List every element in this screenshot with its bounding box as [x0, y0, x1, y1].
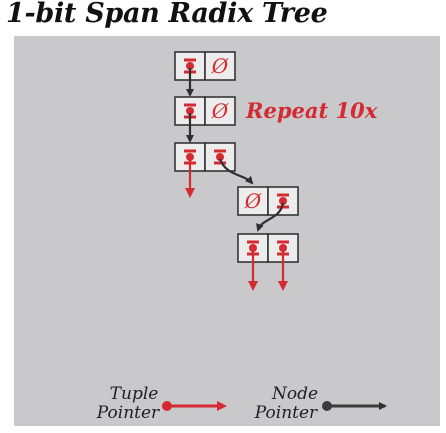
node-1-right-cell [204, 51, 236, 81]
dark-dot-arrow-icon [322, 401, 387, 411]
legend-node-line2: Pointer [254, 403, 318, 423]
tree-node-1: Ø [174, 51, 236, 81]
legend-tuple-line2: Pointer [96, 403, 160, 423]
tree-node-2: Ø [174, 96, 236, 126]
diagram-title: 1-bit Span Radix Tree [6, 0, 328, 29]
tree-node-5 [237, 233, 299, 263]
null-symbol: Ø [211, 99, 229, 123]
legend: Tuple Pointer Node Pointer [96, 384, 387, 423]
node-2-right-cell [204, 96, 236, 126]
node-4-left-cell [237, 186, 269, 216]
tree-node-4: Ø [237, 186, 299, 216]
node-pointer-arrow [256, 202, 285, 232]
red-dot-arrow-icon [162, 401, 227, 411]
repeat-label: Repeat 10x [245, 98, 378, 123]
tuple-pointer-icon [214, 149, 226, 165]
node-pointer-arrow [218, 158, 254, 185]
legend-tuple-line1: Tuple [110, 384, 159, 404]
null-symbol: Ø [211, 54, 229, 78]
tuple-pointers [185, 159, 288, 291]
node-pointers [186, 68, 285, 232]
null-symbol: Ø [244, 189, 262, 213]
legend-node-line1: Node [271, 384, 318, 404]
